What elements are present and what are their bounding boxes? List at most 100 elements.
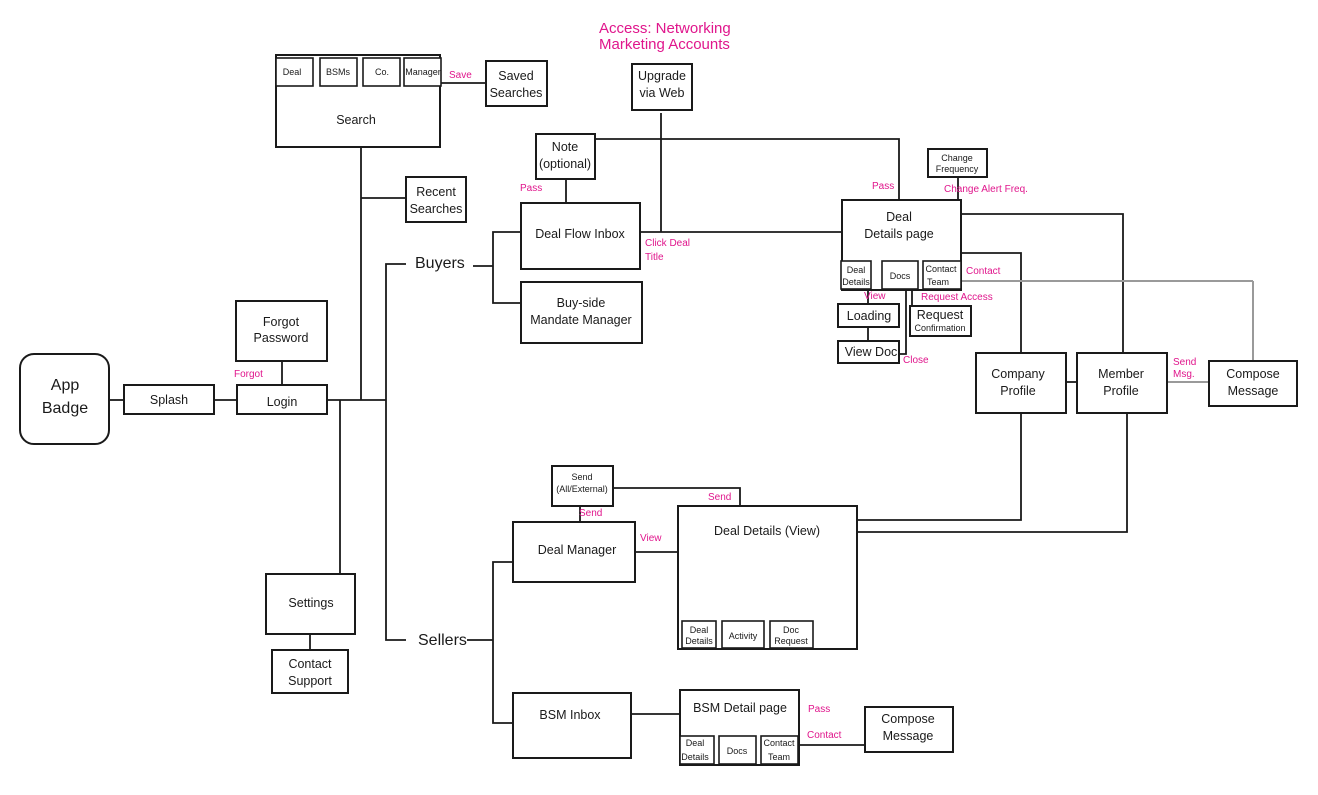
- loading-node[interactable]: Loading: [837, 303, 900, 328]
- search-tab-bsms[interactable]: BSMs: [319, 57, 358, 87]
- view-doc-label: View Doc: [845, 345, 898, 359]
- recent-searches-node[interactable]: Recent Searches: [405, 176, 467, 223]
- contact-bsm-annotation: Contact: [807, 730, 842, 741]
- saved-searches-node[interactable]: Saved Searches: [485, 60, 548, 107]
- bsm-tab-deal-details[interactable]: Deal Details: [679, 735, 715, 765]
- bsm-tab-deal-details-label-2: Details: [681, 752, 709, 762]
- connector-view-company: [857, 413, 1022, 521]
- view-doc-node[interactable]: View Doc: [837, 340, 900, 364]
- view-deal-manager-annotation: View: [640, 533, 662, 544]
- deal-view-tab-deal-details-label-1: Deal: [690, 625, 709, 635]
- request-confirmation-label-2: Confirmation: [914, 323, 965, 333]
- buyside-mandate-manager-node[interactable]: Buy-side Mandate Manager: [520, 281, 643, 344]
- settings-node[interactable]: Settings: [265, 573, 356, 635]
- deal-flow-inbox-label: Deal Flow Inbox: [535, 227, 625, 241]
- upgrade-label-2: via Web: [640, 86, 685, 100]
- bsm-tab-docs[interactable]: Docs: [718, 735, 757, 765]
- save-annotation: Save: [449, 70, 472, 81]
- sellers-node[interactable]: Sellers: [418, 632, 467, 649]
- send-all-external-label-2: (All/External): [556, 484, 608, 494]
- connectors: [109, 82, 1254, 746]
- change-alert-freq-annotation: Change Alert Freq.: [944, 184, 1028, 195]
- compose-message-bottom-label-1: Compose: [881, 712, 935, 726]
- search-tab-deal[interactable]: Deal: [275, 57, 314, 87]
- connector-buyers-children: [492, 231, 521, 304]
- connector-note-deal: [595, 138, 900, 200]
- saved-searches-label-2: Searches: [490, 86, 543, 100]
- company-profile-node[interactable]: Company Profile: [975, 352, 1067, 414]
- compose-message-top-label-1: Compose: [1226, 367, 1280, 381]
- deal-page-tab-contact-team-label-1: Contact: [925, 264, 957, 274]
- search-tab-bsms-label: BSMs: [326, 67, 351, 77]
- bsm-tab-contact-team[interactable]: Contact Team: [760, 735, 799, 765]
- upgrade-via-web-node[interactable]: Upgrade via Web: [631, 63, 693, 111]
- deal-page-tab-contact-team[interactable]: Contact Team: [922, 260, 962, 290]
- connector-deal-company: [961, 252, 1022, 353]
- connector-buyers-sellers: [385, 263, 406, 641]
- deal-page-tab-contact-team-label-2: Team: [927, 277, 949, 287]
- search-tab-manager[interactable]: Manager: [403, 57, 442, 87]
- login-node[interactable]: Login: [236, 384, 328, 415]
- pass-bsm-annotation: Pass: [808, 704, 830, 715]
- change-frequency-label-1: Change: [941, 153, 973, 163]
- forgot-password-label-2: Password: [254, 331, 309, 345]
- company-profile-label-1: Company: [991, 367, 1045, 381]
- bsm-tab-deal-details-label-1: Deal: [686, 738, 705, 748]
- send-all-external-label-1: Send: [571, 472, 592, 482]
- buyside-mandate-label-2: Mandate Manager: [530, 313, 631, 327]
- app-badge-label-1: App: [51, 377, 80, 394]
- forgot-password-node[interactable]: Forgot Password: [235, 300, 328, 362]
- deal-page-tab-docs[interactable]: Docs: [881, 260, 919, 290]
- request-confirmation-node[interactable]: Request Confirmation: [909, 305, 972, 337]
- search-label: Search: [336, 113, 376, 127]
- change-frequency-node[interactable]: Change Frequency: [927, 148, 988, 178]
- member-profile-node[interactable]: Member Profile: [1076, 352, 1168, 414]
- deal-view-tab-deal-details[interactable]: Deal Details: [681, 620, 717, 649]
- deal-view-tab-deal-details-label-2: Details: [685, 636, 713, 646]
- buyside-mandate-label-1: Buy-side: [557, 296, 606, 310]
- access-header-line-2: Marketing Accounts: [599, 36, 730, 53]
- send-all-external-node[interactable]: Send (All/External): [551, 465, 614, 507]
- splash-node[interactable]: Splash: [123, 384, 215, 415]
- deal-manager-node[interactable]: Deal Manager: [512, 521, 636, 583]
- saved-searches-label-1: Saved: [498, 69, 533, 83]
- click-deal-title-annotation-1: Click Deal: [645, 238, 690, 249]
- bsm-inbox-node[interactable]: BSM Inbox: [512, 692, 632, 759]
- search-tab-co-label: Co.: [375, 67, 389, 77]
- note-node[interactable]: Note (optional): [535, 133, 596, 180]
- access-header-line-1: Access: Networking: [599, 20, 731, 37]
- app-badge-node[interactable]: App Badge: [19, 353, 110, 445]
- forgot-annotation: Forgot: [234, 369, 263, 380]
- search-tab-co[interactable]: Co.: [362, 57, 401, 87]
- connector-sellers-children: [492, 561, 513, 724]
- view-annotation: View: [864, 291, 886, 302]
- contact-support-node[interactable]: Contact Support: [271, 649, 349, 694]
- compose-message-bottom-node[interactable]: Compose Message: [864, 706, 954, 753]
- deal-view-tab-doc-request-label-2: Request: [774, 636, 808, 646]
- upgrade-label-1: Upgrade: [638, 69, 686, 83]
- connector-view-member: [857, 413, 1128, 533]
- bsm-inbox-label: BSM Inbox: [539, 708, 601, 722]
- note-label-1: Note: [552, 140, 578, 154]
- connector-deal-member: [961, 213, 1124, 353]
- deal-view-tab-doc-request[interactable]: Doc Request: [769, 620, 814, 649]
- company-profile-label-2: Profile: [1000, 384, 1035, 398]
- contact-annotation: Contact: [966, 266, 1001, 277]
- send-top-annotation: Send: [708, 492, 731, 503]
- compose-message-top-node[interactable]: Compose Message: [1208, 360, 1298, 407]
- note-label-2: (optional): [539, 157, 591, 171]
- deal-page-tab-deal-details-label-1: Deal: [847, 265, 866, 275]
- loading-label: Loading: [847, 309, 892, 323]
- app-badge-label-2: Badge: [42, 400, 88, 417]
- login-label: Login: [267, 395, 298, 409]
- pass-deal-annotation: Pass: [872, 181, 894, 192]
- deal-flow-inbox-node[interactable]: Deal Flow Inbox: [520, 202, 641, 270]
- buyers-node[interactable]: Buyers: [415, 255, 465, 272]
- bsm-tab-docs-label: Docs: [727, 746, 748, 756]
- member-profile-label-1: Member: [1098, 367, 1144, 381]
- deal-view-tab-activity[interactable]: Activity: [721, 620, 765, 649]
- bsm-tab-contact-team-label-2: Team: [768, 752, 790, 762]
- deal-page-tab-docs-label: Docs: [890, 271, 911, 281]
- deal-details-page-label-2: Details page: [864, 227, 934, 241]
- deal-page-tab-deal-details[interactable]: Deal Details: [840, 260, 872, 290]
